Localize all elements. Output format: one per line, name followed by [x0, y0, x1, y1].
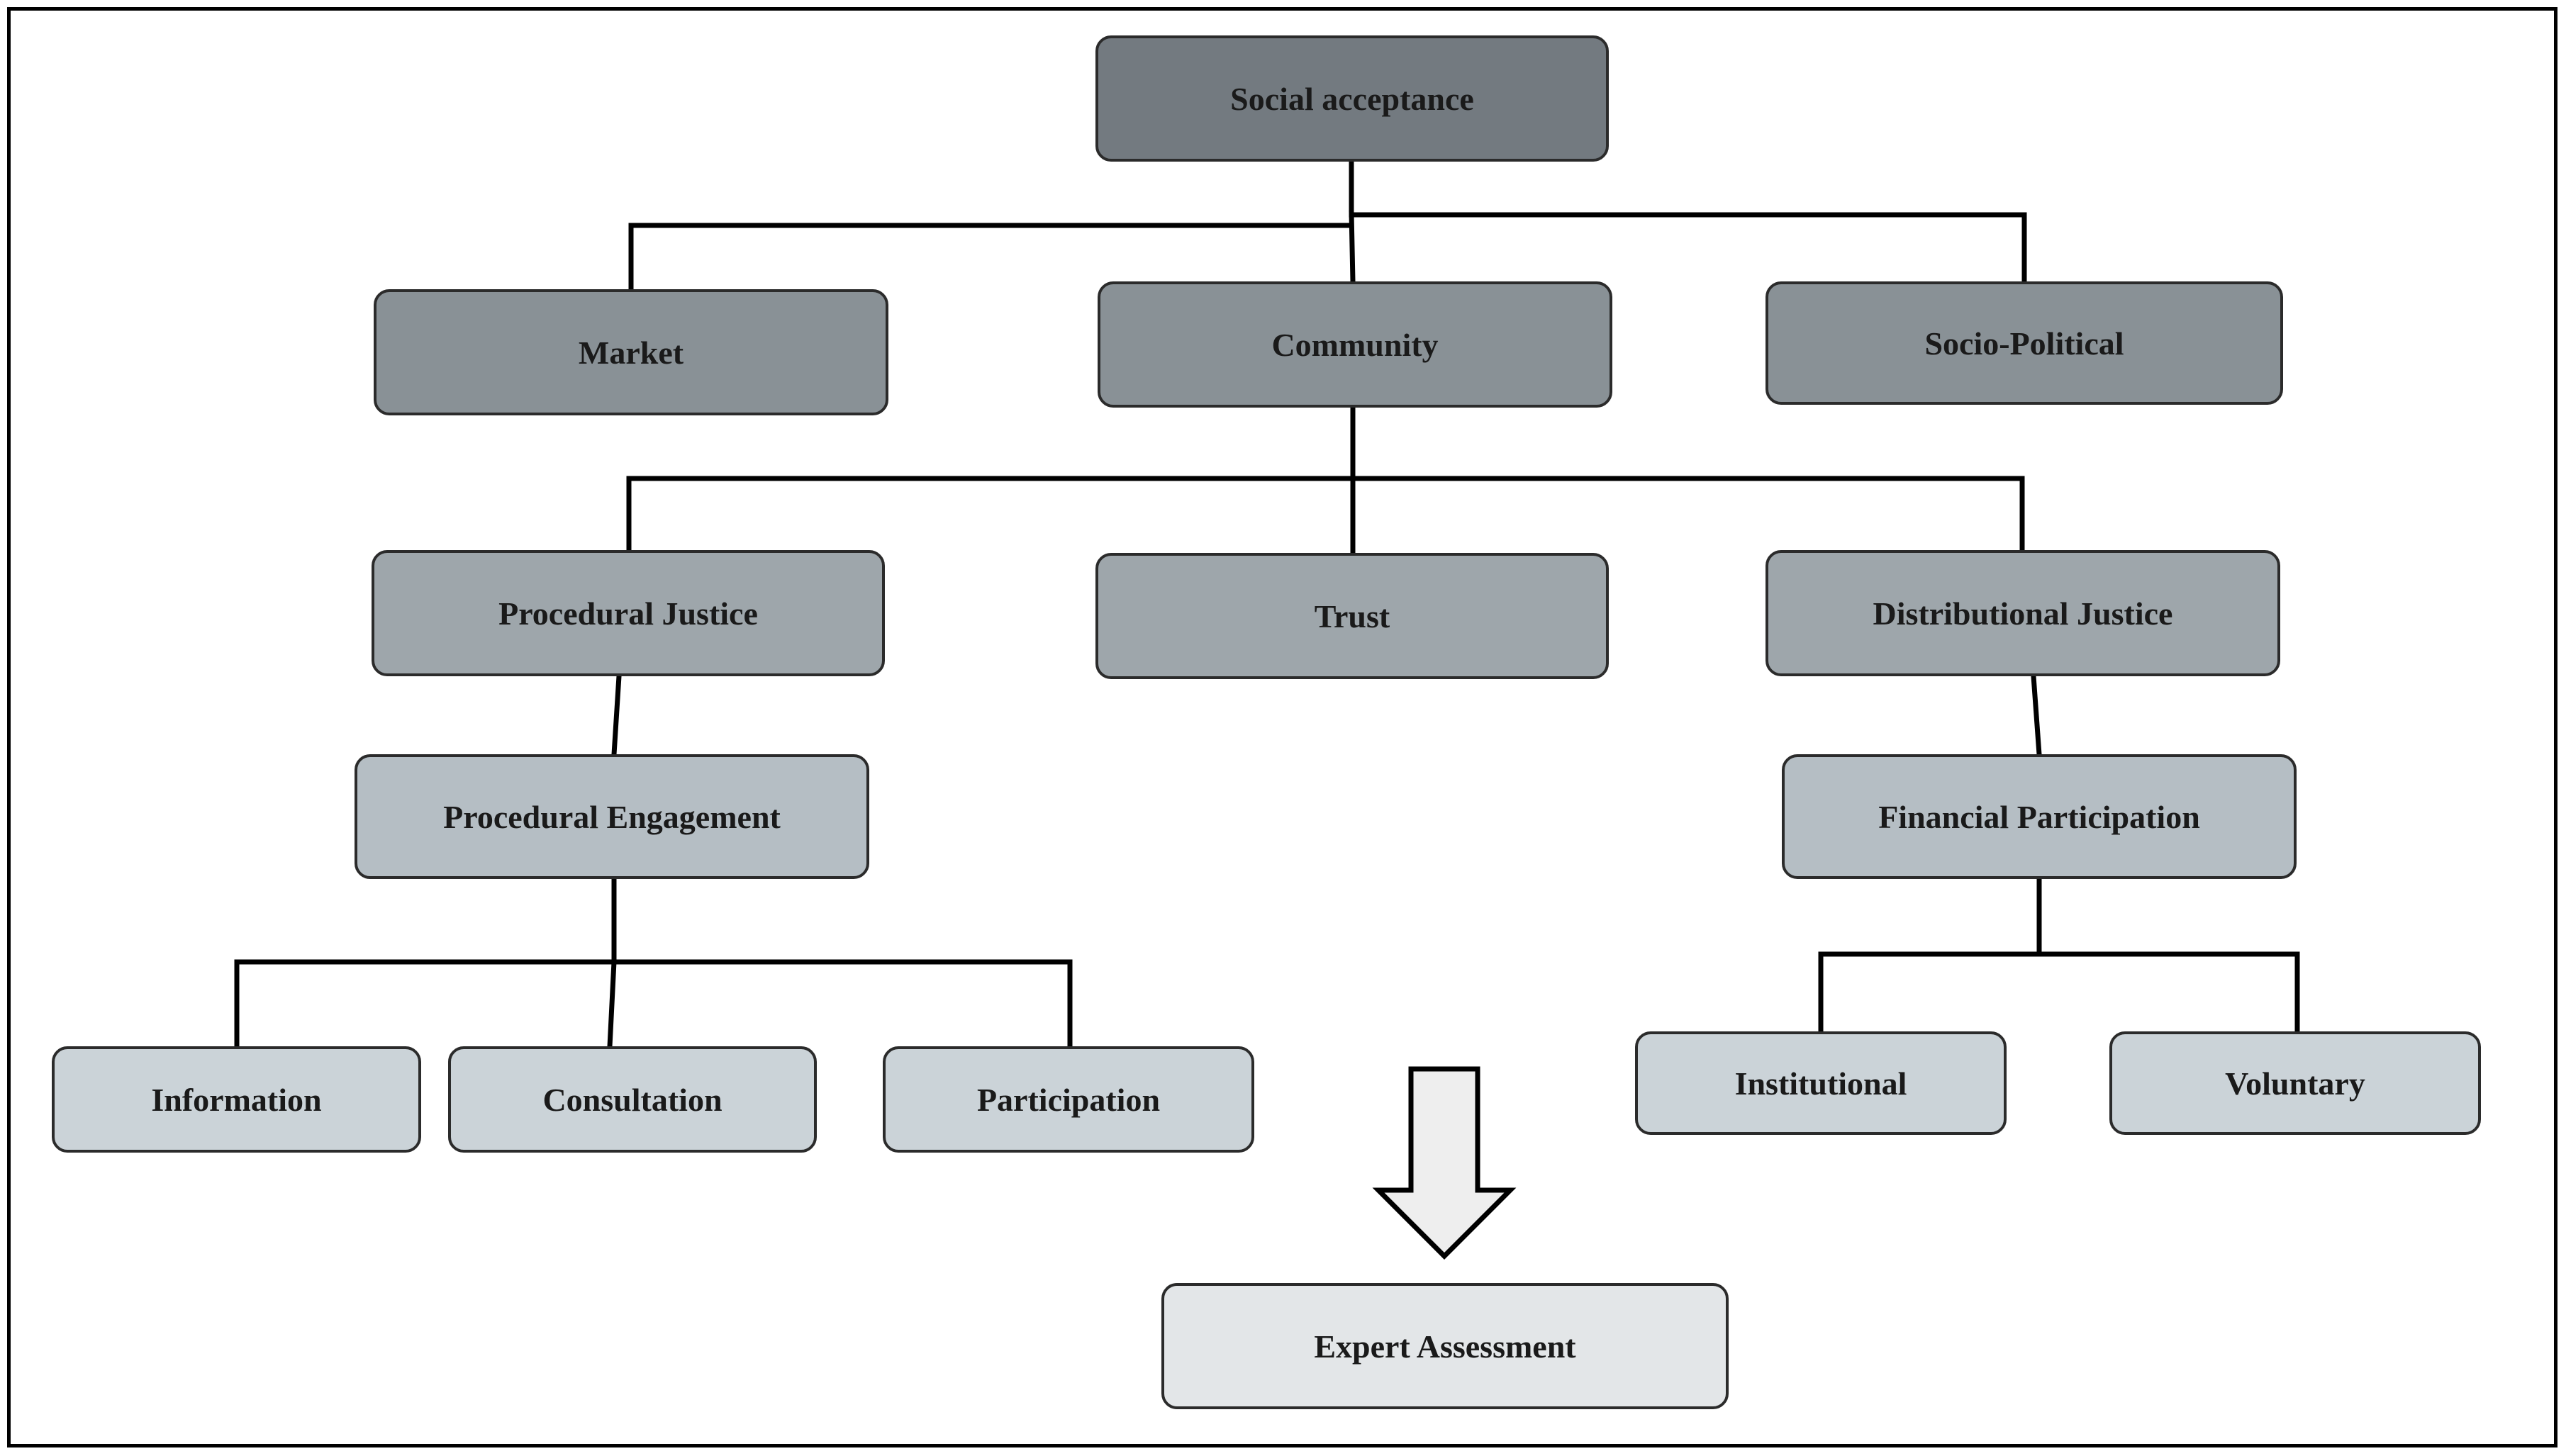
node-procedural-engagement: Procedural Engagement — [355, 754, 869, 879]
node-information: Information — [52, 1046, 421, 1153]
node-expert-assessment: Expert Assessment — [1161, 1283, 1729, 1409]
edge-social-socio — [1349, 212, 2027, 284]
node-socio-political: Socio-Political — [1765, 281, 2283, 405]
edge-dist-fin — [2031, 673, 2042, 757]
edge-community-dist — [1350, 476, 2025, 553]
node-social-acceptance: Social acceptance — [1095, 35, 1609, 162]
node-consultation: Consultation — [448, 1046, 817, 1153]
down-arrow-icon — [1372, 1066, 1517, 1260]
diagram-frame — [7, 7, 2557, 1447]
edge-proceng-info — [234, 959, 617, 1049]
node-distributional-justice: Distributional Justice — [1765, 550, 2280, 676]
node-financial-participation: Financial Participation — [1782, 754, 2297, 879]
node-trust: Trust — [1095, 553, 1609, 679]
node-market: Market — [374, 289, 888, 415]
edge-community-proc — [626, 476, 1356, 553]
edge-fin-vol — [2036, 951, 2300, 1034]
node-voluntary: Voluntary — [2109, 1031, 2481, 1135]
edge-proceng-consult — [607, 959, 617, 1049]
node-participation: Participation — [883, 1046, 1254, 1153]
node-community: Community — [1098, 281, 1612, 408]
edge-social-market — [628, 223, 1354, 292]
edge-fin-inst — [1818, 951, 2042, 1034]
node-procedural-justice: Procedural Justice — [372, 550, 885, 676]
edge-proc-proceng — [611, 673, 622, 757]
node-institutional: Institutional — [1635, 1031, 2007, 1135]
edge-proceng-partic — [611, 959, 1073, 1049]
